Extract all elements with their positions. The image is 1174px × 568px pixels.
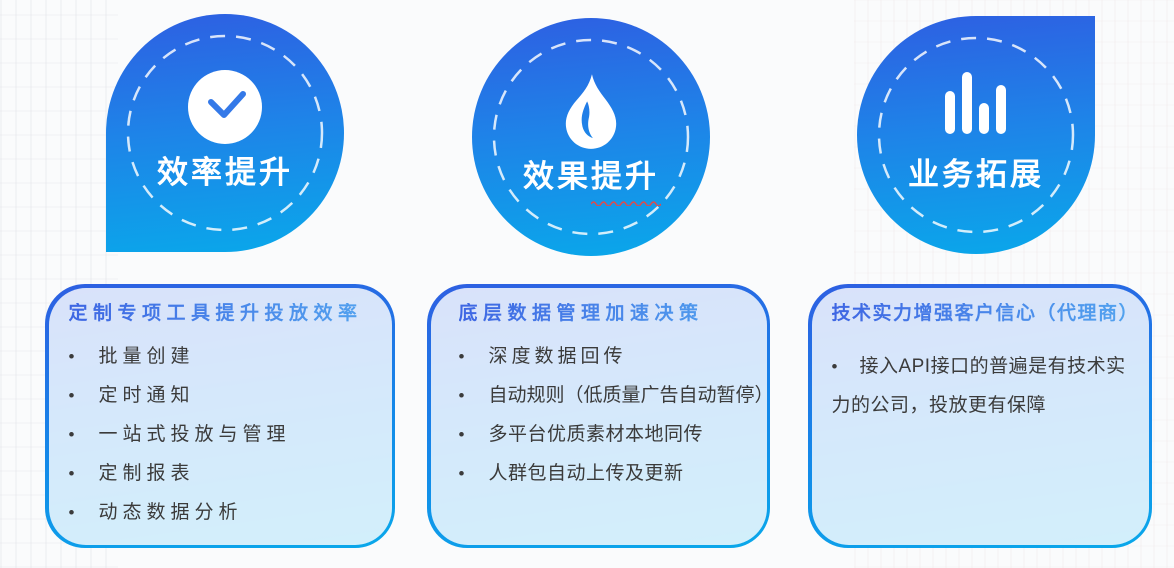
badge-effect: 效果提升 — [472, 18, 710, 256]
bullet-marker: • — [458, 463, 465, 483]
list-item: • 深度数据回传 — [458, 345, 753, 367]
list-item-text: 接入API接口的普遍是有技术实力的公司，投放更有保障 — [831, 355, 1126, 416]
card-title: 技术实力增强客户信心（代理商） — [831, 302, 1140, 324]
card-technical-strength: 技术实力增强客户信心（代理商） •接入API接口的普遍是有技术实力的公司，投放更… — [808, 284, 1152, 548]
bullet-list: • 深度数据回传 • 自动规则（低质量广告自动暂停） • 多平台优质素材本地同传… — [458, 345, 774, 484]
list-item: • 动态数据分析 — [68, 501, 378, 523]
card-data-management: 底层数据管理加速决策 • 深度数据回传 • 自动规则（低质量广告自动暂停） • … — [427, 284, 774, 548]
card-title: 定制专项工具提升投放效率 — [69, 303, 378, 325]
check-circle-icon — [188, 70, 262, 144]
list-item: • 多平台优质素材本地同传 — [458, 423, 753, 445]
list-item-text: 定时通知 — [98, 384, 195, 406]
card-efficiency-tools: 定制专项工具提升投放效率 • 批量创建 • 定时通知 • 一站式投放与管理 • … — [45, 284, 395, 548]
card-title: 底层数据管理加速决策 — [459, 303, 753, 325]
list-item-text: 自动规则（低质量广告自动暂停） — [488, 384, 774, 406]
bullet-marker: • — [458, 385, 465, 405]
badge-effect-label: 效果提升 — [523, 159, 659, 194]
bullet-marker: • — [458, 424, 465, 444]
list-item-text: 动态数据分析 — [98, 501, 243, 523]
badge-business-label: 业务拓展 — [908, 157, 1044, 192]
list-item-text: 定制报表 — [98, 462, 195, 484]
bar-chart-icon — [943, 72, 1009, 134]
bullet-marker: • — [831, 356, 838, 376]
spellcheck-squiggle — [591, 201, 661, 206]
flame-icon — [560, 74, 622, 150]
bullet-marker: • — [458, 346, 465, 366]
list-item-text: 批量创建 — [98, 345, 195, 367]
card-data-management-body: 底层数据管理加速决策 • 深度数据回传 • 自动规则（低质量广告自动暂停） • … — [430, 287, 774, 545]
list-item: • 批量创建 — [68, 345, 378, 367]
dashed-circle-decoration — [492, 38, 690, 236]
list-item-text: 一站式投放与管理 — [98, 423, 291, 445]
list-item: • 一站式投放与管理 — [68, 423, 378, 445]
bullet-marker: • — [68, 346, 75, 366]
list-item: • 人群包自动上传及更新 — [458, 462, 753, 484]
list-item-text: 深度数据回传 — [488, 345, 627, 367]
card-efficiency-tools-body: 定制专项工具提升投放效率 • 批量创建 • 定时通知 • 一站式投放与管理 • … — [48, 287, 392, 545]
list-item-text: 多平台优质素材本地同传 — [488, 423, 704, 445]
list-item-text: 人群包自动上传及更新 — [488, 462, 684, 484]
list-item: • 定时通知 — [68, 384, 378, 406]
bullet-list: • 批量创建 • 定时通知 • 一站式投放与管理 • 定制报表 • 动态数据 — [68, 345, 378, 523]
dashed-circle-decoration — [877, 36, 1075, 234]
card-technical-strength-body: 技术实力增强客户信心（代理商） •接入API接口的普遍是有技术实力的公司，投放更… — [811, 287, 1149, 545]
badge-efficiency: 效率提升 — [106, 14, 344, 252]
list-item: • 定制报表 — [68, 462, 378, 484]
badge-business-expansion: 业务拓展 — [857, 16, 1095, 254]
dashed-circle-decoration — [126, 34, 324, 232]
list-item: •接入API接口的普遍是有技术实力的公司，投放更有保障 — [832, 347, 1135, 425]
bullet-marker: • — [68, 424, 75, 444]
badge-efficiency-label: 效率提升 — [157, 155, 293, 190]
bullet-marker: • — [68, 502, 75, 522]
list-item: • 自动规则（低质量广告自动暂停） — [458, 385, 774, 406]
bullet-marker: • — [68, 385, 75, 405]
bullet-marker: • — [68, 463, 75, 483]
